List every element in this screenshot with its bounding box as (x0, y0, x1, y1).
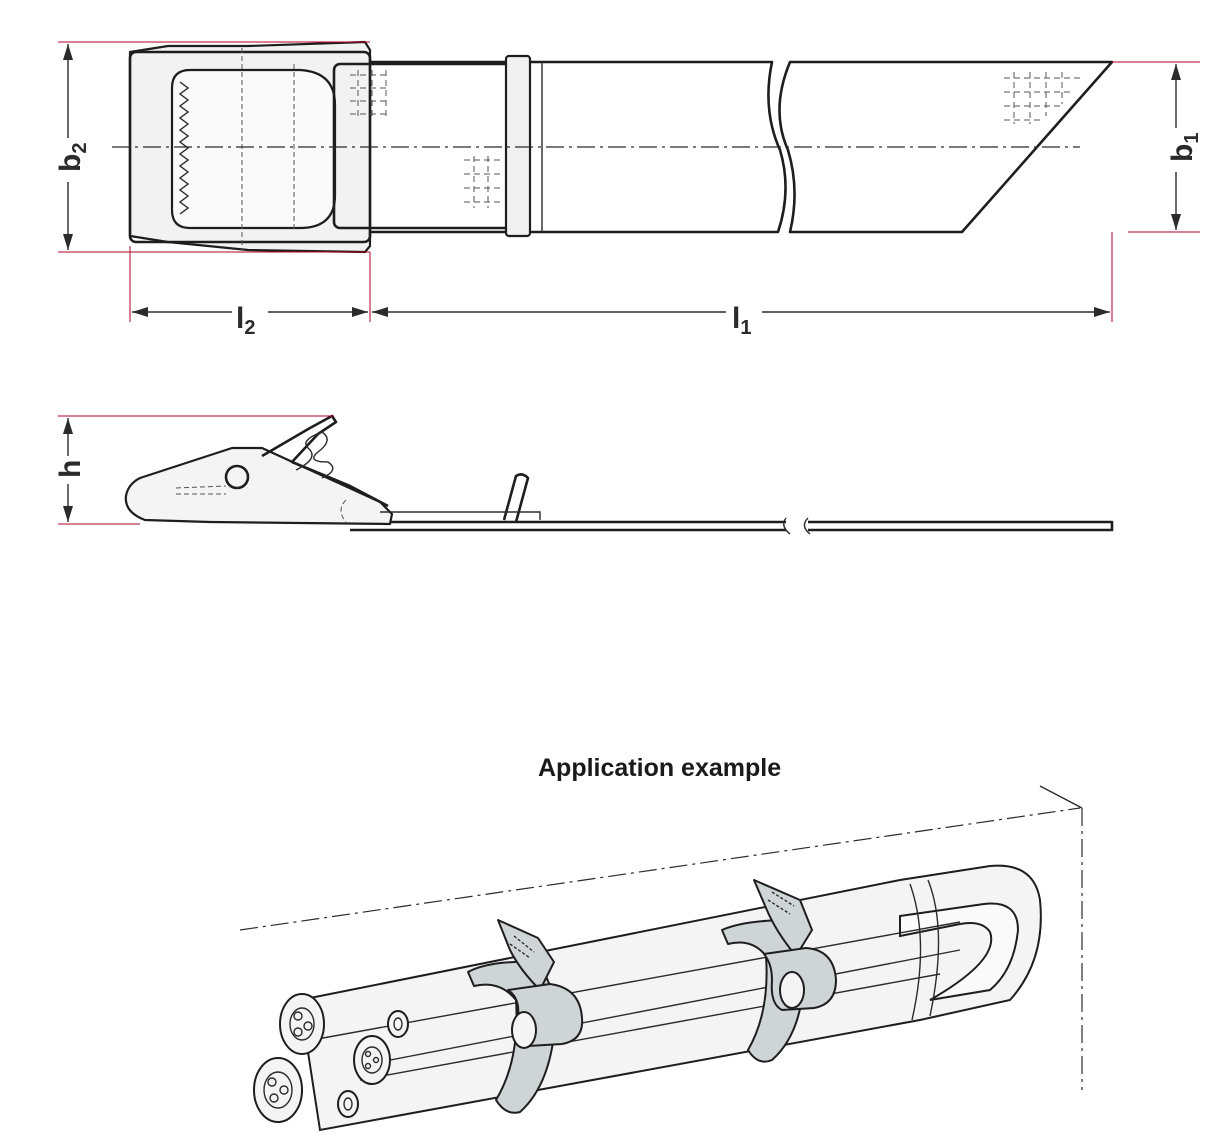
svg-text:b2: b2 (54, 143, 91, 172)
cable-end-1 (279, 993, 325, 1055)
svg-text:h: h (54, 460, 87, 478)
application-example (239, 785, 1083, 1132)
dim-label-b1: b1 (1166, 128, 1203, 172)
pivot-pin (224, 464, 250, 490)
buckle-window (170, 68, 337, 230)
keeper-loop (504, 54, 532, 238)
application-example-caption: Application example (538, 754, 781, 782)
dim-label-h: h (54, 456, 87, 484)
svg-text:l2: l2 (236, 302, 255, 339)
cable-end-5 (337, 1090, 359, 1118)
side-lever (261, 414, 389, 508)
side-spring (295, 431, 334, 479)
cable-bundle (298, 864, 1042, 1132)
strap-body (338, 60, 787, 234)
strap-tail (778, 60, 1114, 234)
side-buckle (124, 446, 394, 526)
velcro-pattern (350, 70, 1084, 208)
svg-text:l1: l1 (732, 302, 751, 339)
svg-text:b1: b1 (1166, 133, 1203, 162)
side-strap (350, 520, 1114, 532)
dim-label-b2: b2 (54, 138, 91, 182)
cable-end-2 (253, 1057, 303, 1123)
side-view (58, 414, 1114, 535)
application-strap-2 (721, 879, 837, 1063)
mounting-surface-line (239, 807, 1081, 931)
cable-end-4 (387, 1010, 409, 1038)
side-keeper (502, 473, 530, 523)
cable-end-3 (353, 1035, 391, 1085)
serrated-edge (178, 81, 190, 215)
dim-label-l2: l2 (232, 296, 268, 339)
top-view (58, 40, 1200, 322)
dim-label-l1: l1 (726, 296, 762, 339)
application-strap-1 (467, 919, 584, 1114)
